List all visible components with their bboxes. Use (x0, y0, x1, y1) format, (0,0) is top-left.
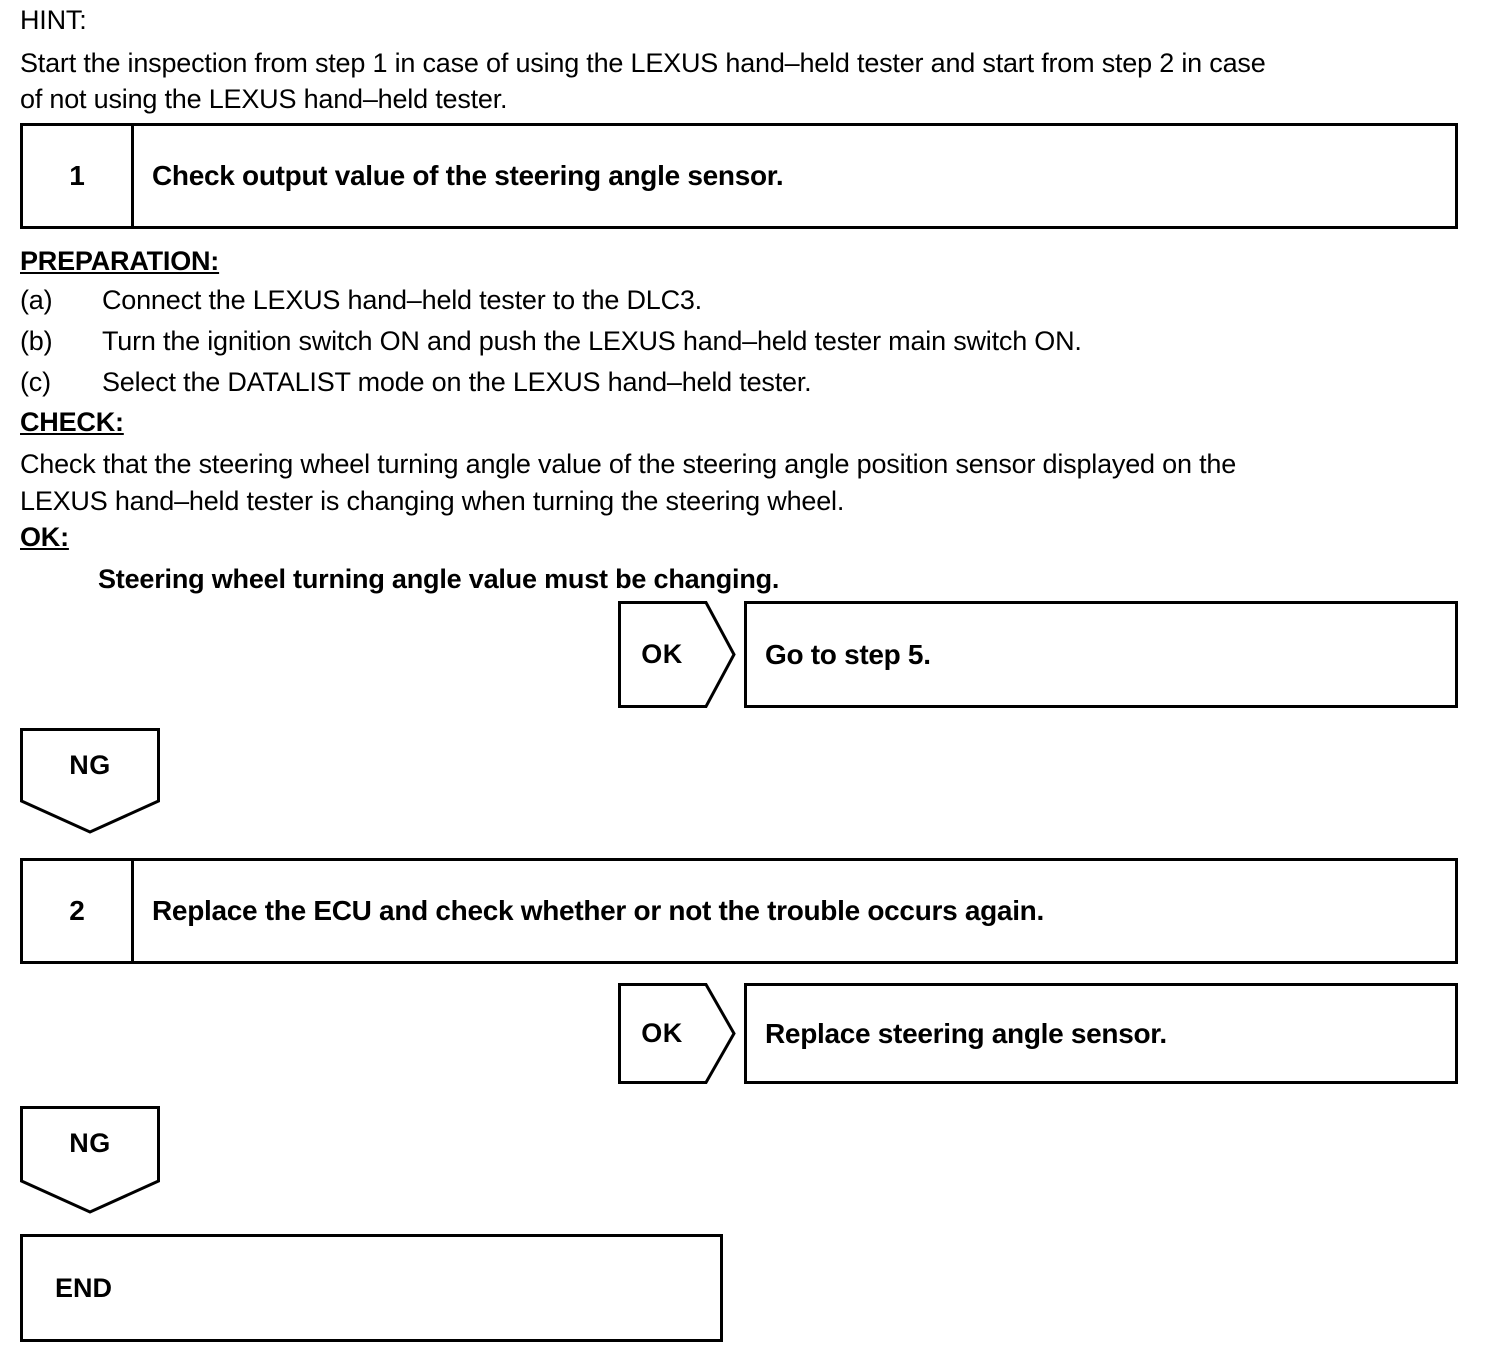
preparation-item-a-text: Connect the LEXUS hand–held tester to th… (102, 285, 702, 315)
hint-line-1: Start the inspection from step 1 in case… (20, 48, 1266, 78)
preparation-label: PREPARATION: (20, 246, 220, 276)
step-1-ng-label: NG (69, 749, 111, 780)
preparation-item-c-marker: (c) (20, 367, 51, 397)
check-line-2: LEXUS hand–held tester is changing when … (20, 486, 845, 516)
step-1-box[interactable]: 1 Check output value of the steering ang… (20, 123, 1458, 229)
step-2-ok-result-box[interactable]: Replace steering angle sensor. (744, 983, 1458, 1084)
preparation-item-c-text: Select the DATALIST mode on the LEXUS ha… (102, 367, 812, 397)
step-1-ok-result-box[interactable]: Go to step 5. (744, 601, 1458, 708)
hint-label: HINT: (20, 5, 87, 35)
step-2-number: 2 (23, 861, 134, 961)
step-1-ok-result-text: Go to step 5. (765, 638, 931, 670)
ng-arrow-shape (20, 728, 160, 834)
end-label: END (55, 1272, 113, 1303)
step-1-ok-label: OK (641, 639, 683, 669)
ok-label: OK: (20, 522, 69, 552)
step-1-ng-branch[interactable]: NG (20, 728, 160, 834)
end-box[interactable]: END (20, 1234, 723, 1342)
step-2-ok-branch[interactable]: OK (618, 983, 736, 1084)
step-2-title: Replace the ECU and check whether or not… (152, 895, 1044, 926)
step-1-number: 1 (23, 126, 134, 226)
step-2-ok-label: OK (641, 1018, 683, 1048)
preparation-item-b-marker: (b) (20, 326, 53, 356)
ng-arrow-shape (20, 1106, 160, 1214)
hint-line-2: of not using the LEXUS hand–held tester. (20, 84, 508, 114)
step-2-ng-label: NG (69, 1127, 111, 1158)
ok-chevron-shape (618, 983, 736, 1084)
step-2-box[interactable]: 2 Replace the ECU and check whether or n… (20, 858, 1458, 964)
ok-chevron-shape (618, 601, 736, 708)
ok-criteria-text: Steering wheel turning angle value must … (98, 564, 780, 594)
preparation-item-a-marker: (a) (20, 285, 53, 315)
step-1-title: Check output value of the steering angle… (152, 160, 784, 191)
step-1-ok-branch[interactable]: OK (618, 601, 736, 708)
check-label: CHECK: (20, 407, 124, 437)
step-2-ng-branch[interactable]: NG (20, 1106, 160, 1214)
step-2-ok-result-text: Replace steering angle sensor. (765, 1017, 1167, 1049)
preparation-item-b-text: Turn the ignition switch ON and push the… (102, 326, 1082, 356)
check-line-1: Check that the steering wheel turning an… (20, 449, 1237, 479)
